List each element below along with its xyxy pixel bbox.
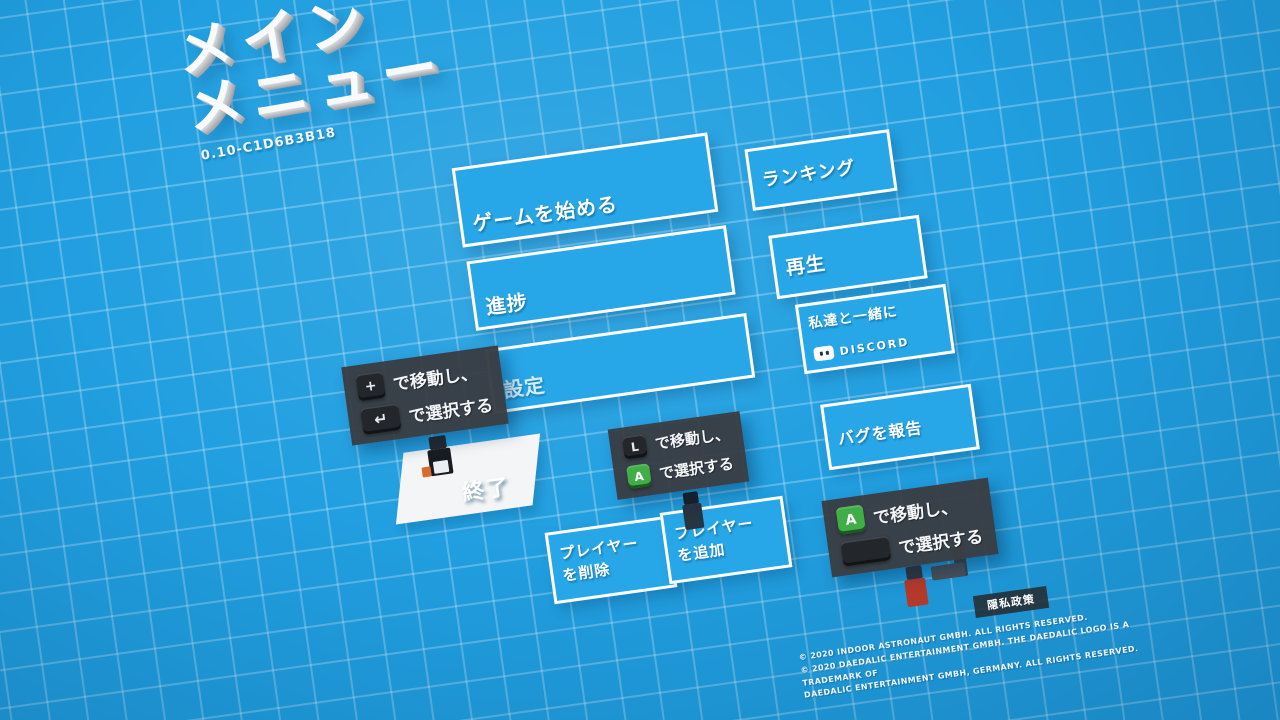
chair-seat [930, 562, 967, 581]
discord-brand-label: DISCORD [838, 334, 911, 358]
progress-label: 進捗 [484, 289, 530, 320]
settings-label: 設定 [501, 372, 547, 403]
chef-apron [432, 459, 450, 474]
enter-key-icon: ↵ [360, 402, 402, 435]
controller-move-text: で移動し、 [653, 424, 731, 454]
player-character-blue-body [682, 502, 705, 531]
quit-button[interactable]: 終了 [460, 474, 512, 507]
keyboard-alt-move-text: で移動し、 [872, 497, 960, 529]
ranking-label: ランキング [760, 157, 857, 192]
controller-select-hint: A で選択する [626, 452, 735, 490]
space-key-icon [840, 535, 892, 567]
discord-invite-label: 私達と一緒に [807, 303, 899, 333]
replay-label: 再生 [784, 252, 828, 280]
a-key-icon: A [835, 504, 867, 535]
a-button-icon: A [626, 463, 652, 490]
keyboard-select-text: で選択する [407, 395, 495, 428]
arrow-keys-icon: + [355, 370, 386, 402]
chef-character-body [421, 447, 454, 478]
discord-icon [813, 345, 835, 362]
discord-brand-row: DISCORD [813, 334, 911, 362]
carried-item [421, 466, 432, 478]
report-bug-label: バグを報告 [836, 417, 924, 449]
keyboard-alt-select-text: で選択する [897, 527, 985, 559]
left-stick-icon: L [621, 433, 648, 460]
controller-select-text: で選択する [658, 454, 735, 483]
remove-player-label: プレイヤー を削除 [558, 533, 643, 587]
player-character-red-body [904, 577, 929, 608]
keyboard-move-text: で移動し、 [391, 363, 479, 396]
